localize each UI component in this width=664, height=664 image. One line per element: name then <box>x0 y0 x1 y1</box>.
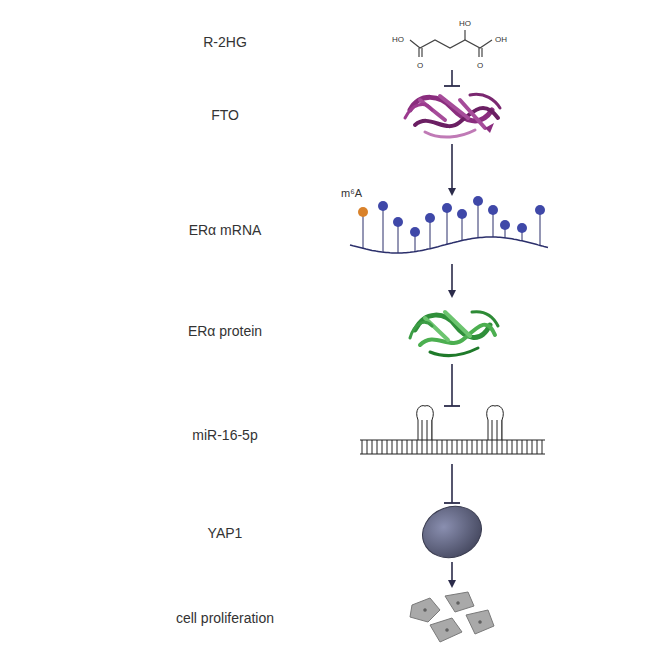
connector <box>448 144 456 196</box>
diagram-step: miR-16-5p <box>140 408 560 462</box>
step-label: FTO <box>211 107 239 123</box>
er-protein <box>410 312 498 356</box>
atom-label: OH <box>495 36 507 44</box>
chemical-structure <box>410 30 492 57</box>
fto-protein <box>405 94 500 137</box>
step-label: YAP1 <box>208 525 243 541</box>
diagram-step: FTO <box>140 88 560 142</box>
cells <box>410 592 494 642</box>
step-label-box: R-2HG <box>140 15 310 68</box>
diagram-step: ERα mRNA <box>140 198 560 262</box>
connector <box>448 562 456 588</box>
step-label-box: miR-16-5p <box>140 408 310 462</box>
step-label-box: ERα mRNA <box>140 198 310 262</box>
atom-label: O <box>417 62 423 70</box>
step-label-box: ERα protein <box>140 300 310 362</box>
mirna-hairpins <box>360 406 545 454</box>
step-label: cell proliferation <box>176 610 274 626</box>
diagram-step: YAP1 <box>140 505 560 560</box>
connector <box>444 464 460 503</box>
modification-label: m⁶A <box>341 188 362 199</box>
connector <box>448 264 456 298</box>
atom-label: O <box>477 62 483 70</box>
diagram-step: ERα protein <box>140 300 560 362</box>
diagram-step: cell proliferation <box>140 590 560 645</box>
atom-label: HO <box>392 36 404 44</box>
step-label: ERα protein <box>188 323 262 339</box>
step-label-box: cell proliferation <box>140 590 310 645</box>
step-label-box: FTO <box>140 88 310 142</box>
step-label: miR-16-5p <box>192 427 257 443</box>
connector <box>444 70 460 86</box>
yap1-shape <box>415 498 488 566</box>
step-label-box: YAP1 <box>140 505 310 560</box>
step-label: ERα mRNA <box>189 222 262 238</box>
atom-label: HO <box>459 20 471 28</box>
connector <box>444 364 460 406</box>
step-label: R-2HG <box>203 34 247 50</box>
mrna-strand <box>350 196 548 253</box>
